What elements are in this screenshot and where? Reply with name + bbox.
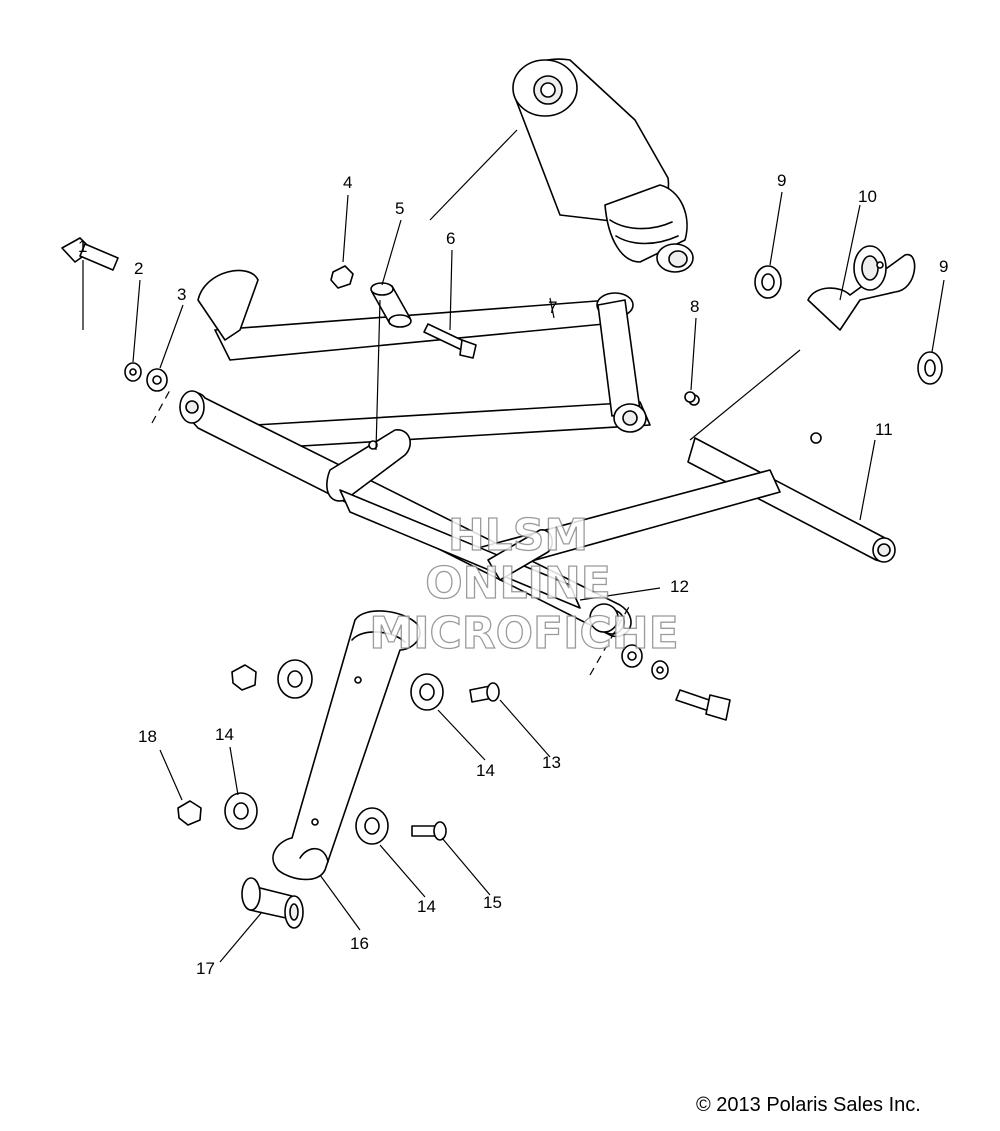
fitting-8 <box>684 391 696 403</box>
washer-14a <box>410 673 444 711</box>
washer-top-left <box>277 659 313 699</box>
washer-3 <box>146 368 168 392</box>
spacer-10 <box>807 245 916 331</box>
watermark-line-1: HLSM <box>448 510 588 561</box>
a-arm <box>179 269 896 638</box>
pin-15 <box>411 821 447 841</box>
watermark-line-3: MICROFICHE <box>369 608 678 659</box>
washer-2 <box>124 362 142 382</box>
pin-13 <box>469 682 500 703</box>
washer-14c <box>355 807 389 845</box>
washer-12a <box>621 644 643 668</box>
bushing-17 <box>241 877 304 929</box>
callout-2: 2 <box>134 259 143 278</box>
shock-absorber <box>512 58 694 273</box>
nut-18 <box>177 800 202 826</box>
nut-4 <box>330 265 354 289</box>
callout-14c: 14 <box>417 897 436 916</box>
leader-lines <box>82 129 945 963</box>
copyright-notice: © 2013 Polaris Sales Inc. <box>696 1094 921 1116</box>
bolt-12 <box>675 689 731 721</box>
bushing-5 <box>370 282 412 328</box>
callout-9a: 9 <box>777 171 786 190</box>
washer-9a <box>754 265 782 299</box>
bolt-6 <box>423 323 477 359</box>
callout-8: 8 <box>690 297 699 316</box>
callout-10: 10 <box>858 187 877 206</box>
callout-12: 12 <box>670 577 689 596</box>
bolt-1 <box>61 237 119 271</box>
callout-18: 18 <box>138 727 157 746</box>
callout-13: 13 <box>542 753 561 772</box>
callout-14b: 14 <box>215 725 234 744</box>
callout-6: 6 <box>446 229 455 248</box>
watermark: HLSM ONLINE MICROFICHE <box>369 509 680 659</box>
washer-12b <box>651 660 669 680</box>
callout-5: 5 <box>395 199 404 218</box>
callout-16: 16 <box>350 934 369 953</box>
callout-7: 7 <box>548 298 557 317</box>
callout-3: 3 <box>177 285 186 304</box>
callout-1: 1 <box>78 237 87 256</box>
washer-9b <box>917 351 943 385</box>
callout-numbers: 1 2 3 4 5 6 7 8 9 10 9 11 12 14 13 18 14… <box>78 171 948 978</box>
callout-9b: 9 <box>939 257 948 276</box>
callout-15: 15 <box>483 893 502 912</box>
nut-top-left <box>231 664 257 691</box>
callout-4: 4 <box>343 173 352 192</box>
callout-17: 17 <box>196 959 215 978</box>
callout-11: 11 <box>875 420 893 439</box>
callout-14a: 14 <box>476 761 495 780</box>
washer-14b <box>224 792 258 830</box>
watermark-line-2: ONLINE <box>425 558 611 609</box>
link-16 <box>272 610 421 881</box>
